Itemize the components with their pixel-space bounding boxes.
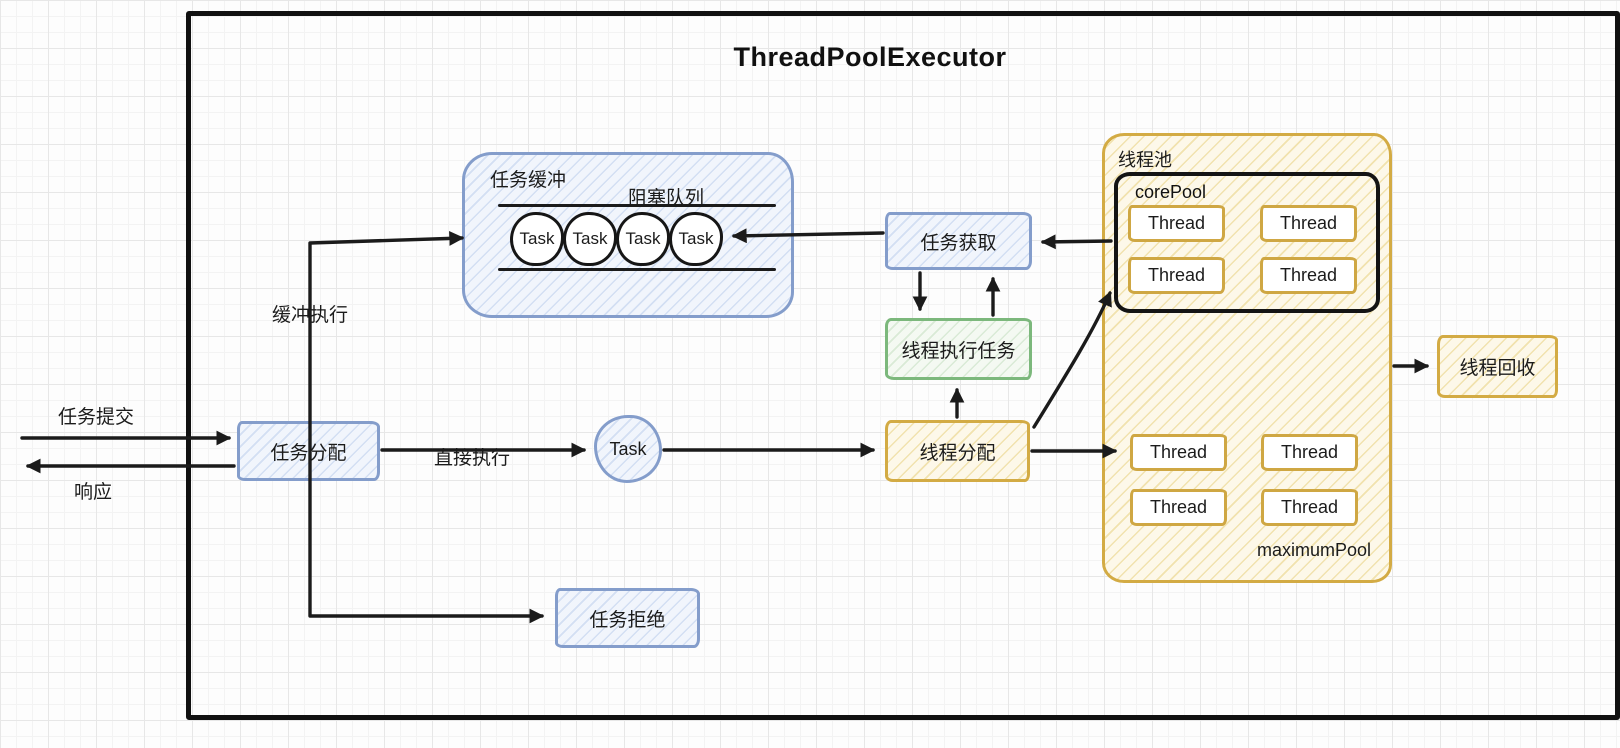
direct-execution-label: 直接执行 [434, 448, 511, 469]
core-thread: Thread [1260, 257, 1357, 294]
thread-pool-label: 线程池 [1118, 150, 1172, 170]
core-pool-label: corePool [1135, 182, 1207, 202]
task-reject-box: 任务拒绝 [555, 588, 700, 648]
task-fetch-box: 任务获取 [885, 212, 1032, 270]
maximum-pool-label: maximumPool [1257, 540, 1372, 560]
max-thread: Thread [1261, 434, 1358, 471]
task-dispatch-box: 任务分配 [237, 421, 380, 481]
core-pool-box: corePool [1114, 172, 1380, 313]
buffered-execution-label: 缓冲执行 [272, 305, 349, 326]
queued-task: Task [510, 212, 564, 266]
task-submit-label: 任务提交 [58, 407, 135, 428]
task-buffer-box [462, 152, 794, 318]
thread-dispatch-box: 线程分配 [885, 420, 1030, 482]
response-label: 响应 [74, 482, 113, 503]
diagram-title: ThreadPoolExecutor [733, 42, 1007, 72]
task-buffer-label: 任务缓冲 [490, 170, 567, 191]
blocking-queue-label: 阻塞队列 [628, 188, 705, 209]
queued-task: Task [616, 212, 670, 266]
thread-recycle-box: 线程回收 [1437, 335, 1558, 398]
core-thread: Thread [1260, 205, 1357, 242]
max-thread: Thread [1261, 489, 1358, 526]
direct-task-circle: Task [594, 415, 662, 483]
max-thread: Thread [1130, 489, 1227, 526]
queued-task: Task [669, 212, 723, 266]
core-thread: Thread [1128, 205, 1225, 242]
queued-task: Task [563, 212, 617, 266]
thread-execute-task-box: 线程执行任务 [885, 318, 1032, 380]
core-thread: Thread [1128, 257, 1225, 294]
executor-boundary-box [186, 11, 1620, 720]
thread-pool-box: 线程池 corePool Thread Thread Thread Thread… [1102, 133, 1392, 583]
queue-top-line [498, 204, 776, 207]
max-thread: Thread [1130, 434, 1227, 471]
queue-bottom-line [498, 268, 776, 271]
